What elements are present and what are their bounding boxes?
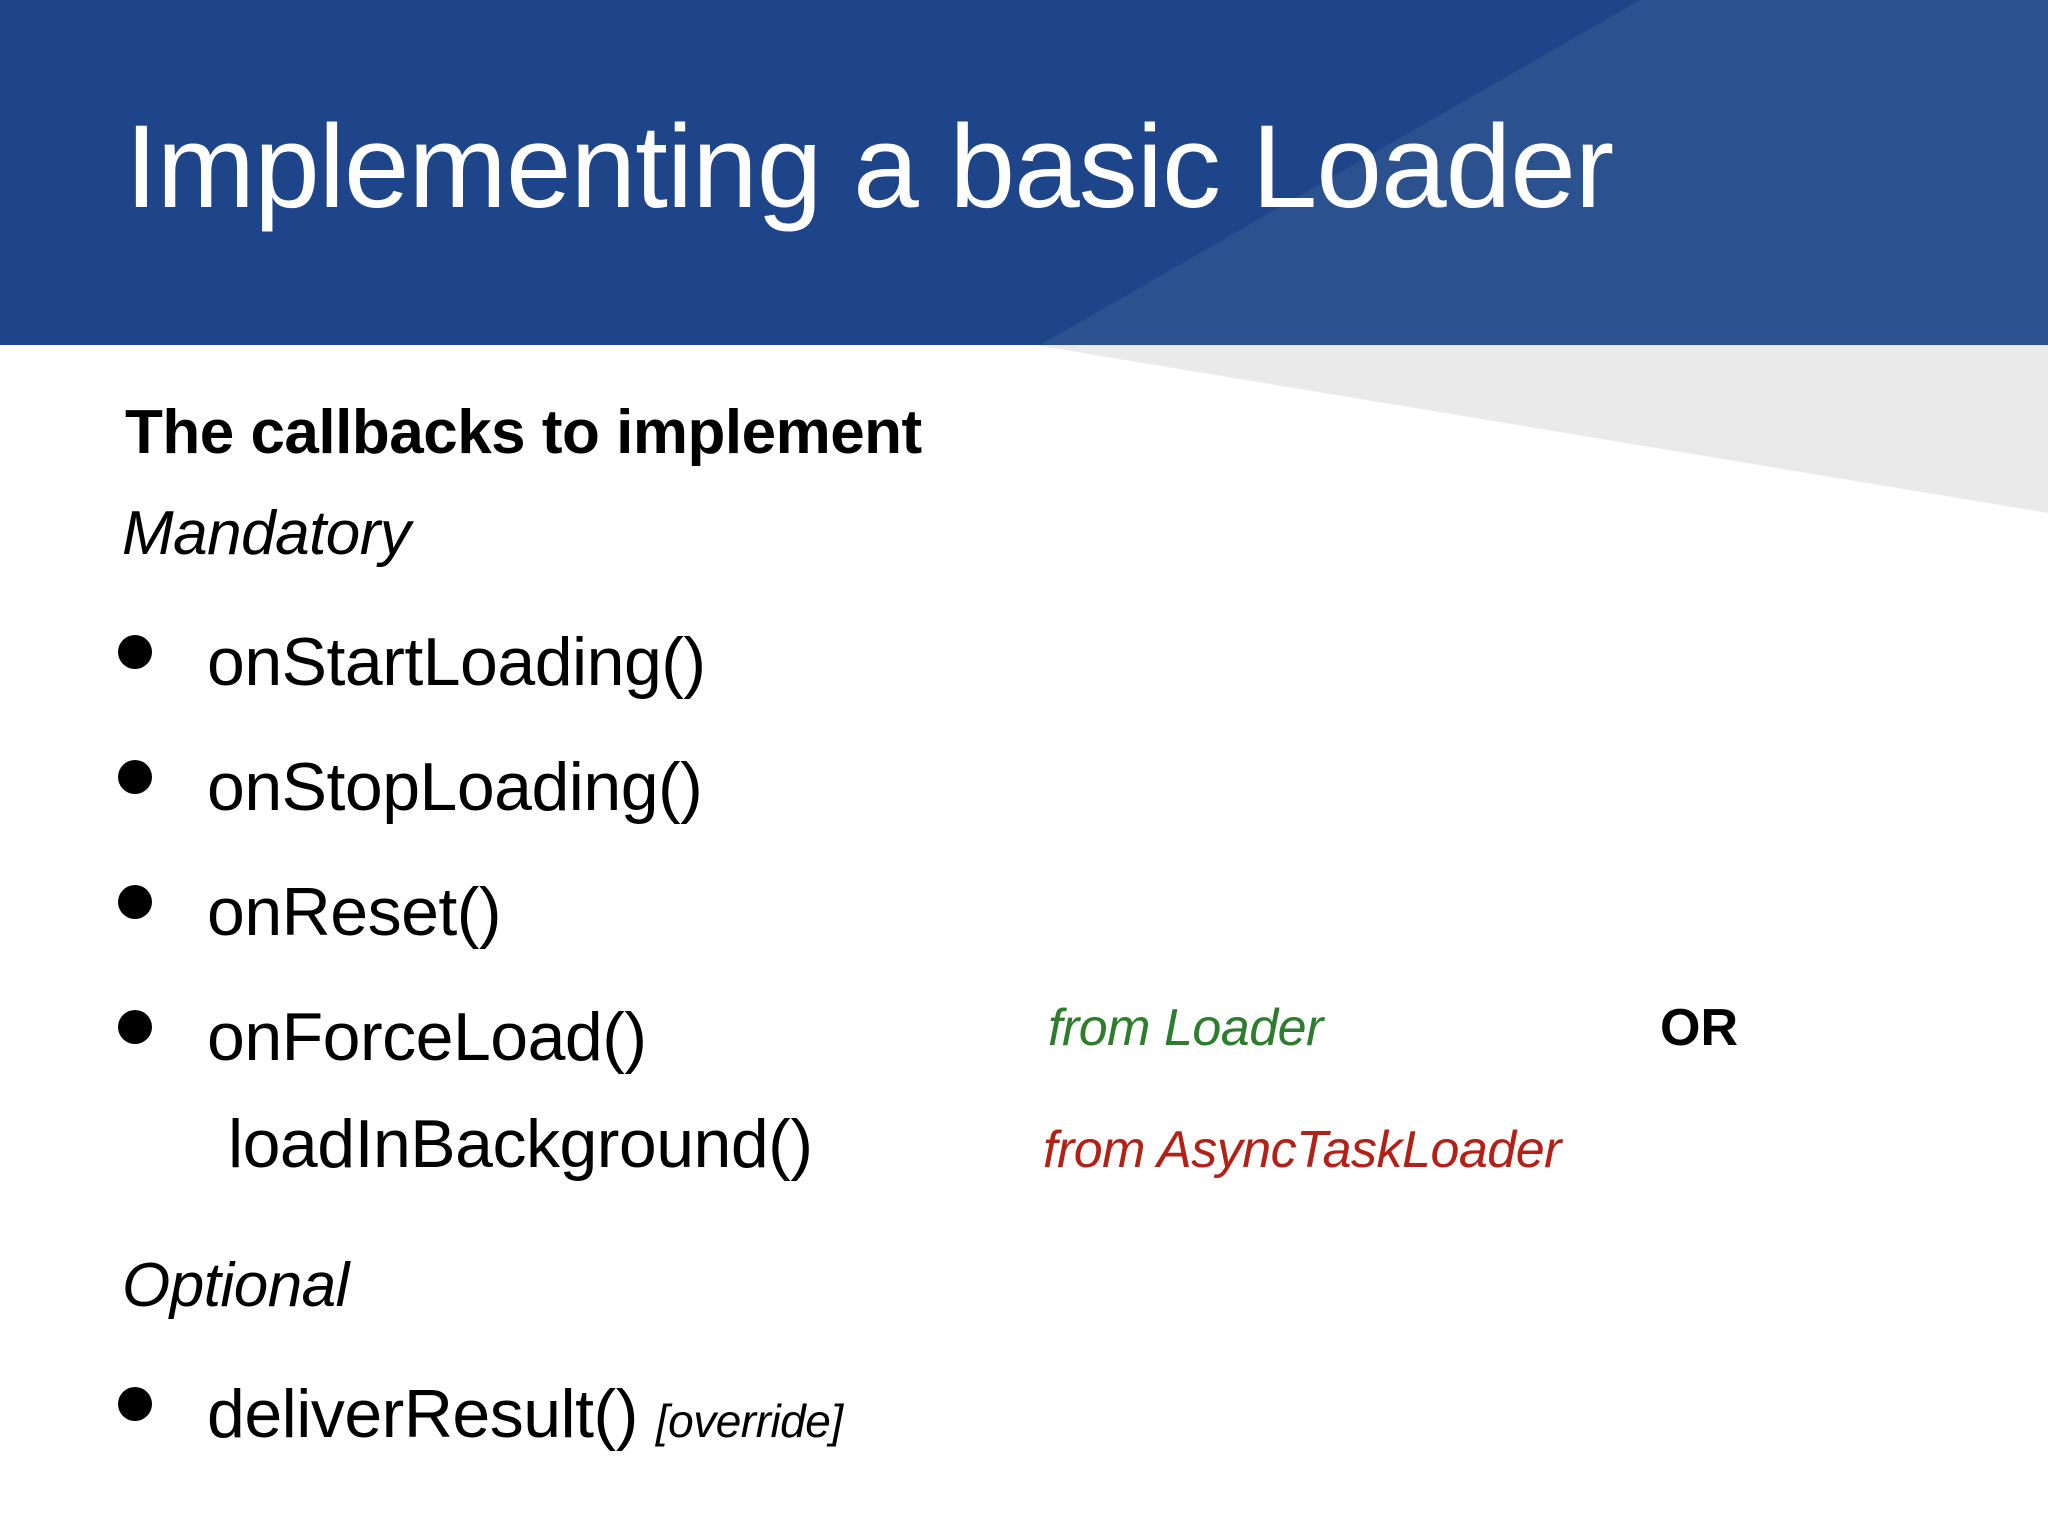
override-annotation: [override] — [655, 1395, 843, 1447]
section-label-optional: Optional — [122, 1251, 349, 1320]
list-item: deliverResult() [override] — [118, 1375, 843, 1453]
callback-name: onReset() — [207, 874, 502, 950]
callback-name: onStartLoading() — [207, 624, 706, 700]
bullet-dot-icon — [118, 760, 152, 794]
bullet-dot-icon — [118, 1387, 152, 1421]
bullet-dot-icon — [118, 635, 152, 669]
callback-origin-note-asynctaskloader: from AsyncTaskLoader — [1043, 1120, 1561, 1180]
origin-note-text: from AsyncTaskLoader — [1043, 1121, 1561, 1179]
body-heading: The callbacks to implement — [125, 398, 922, 467]
list-item-continuation: loadInBackground() — [228, 1105, 813, 1183]
bullet-dot-icon — [118, 885, 152, 919]
bullet-dot-icon — [118, 1010, 152, 1044]
list-item: onStartLoading() — [118, 623, 706, 701]
list-item: onStopLoading() — [118, 748, 703, 826]
callback-origin-note-loader: from Loader — [1048, 998, 1323, 1058]
slide-header-band: Implementing a basic Loader — [0, 0, 2048, 345]
list-item: onReset() — [118, 873, 502, 951]
section-label-mandatory: Mandatory — [122, 499, 411, 568]
origin-note-text: from Loader — [1048, 999, 1323, 1057]
list-item: onForceLoad() — [118, 998, 647, 1076]
callback-name-alt: loadInBackground() — [228, 1106, 813, 1182]
or-conjunction-label: OR — [1660, 999, 1738, 1057]
callback-name: onForceLoad() — [207, 999, 647, 1075]
callback-name: onStopLoading() — [207, 749, 703, 825]
slide-title: Implementing a basic Loader — [125, 101, 1614, 233]
slide-body: The callbacks to implement Mandatory onS… — [0, 345, 2048, 1536]
callback-name: deliverResult() — [207, 1376, 638, 1452]
